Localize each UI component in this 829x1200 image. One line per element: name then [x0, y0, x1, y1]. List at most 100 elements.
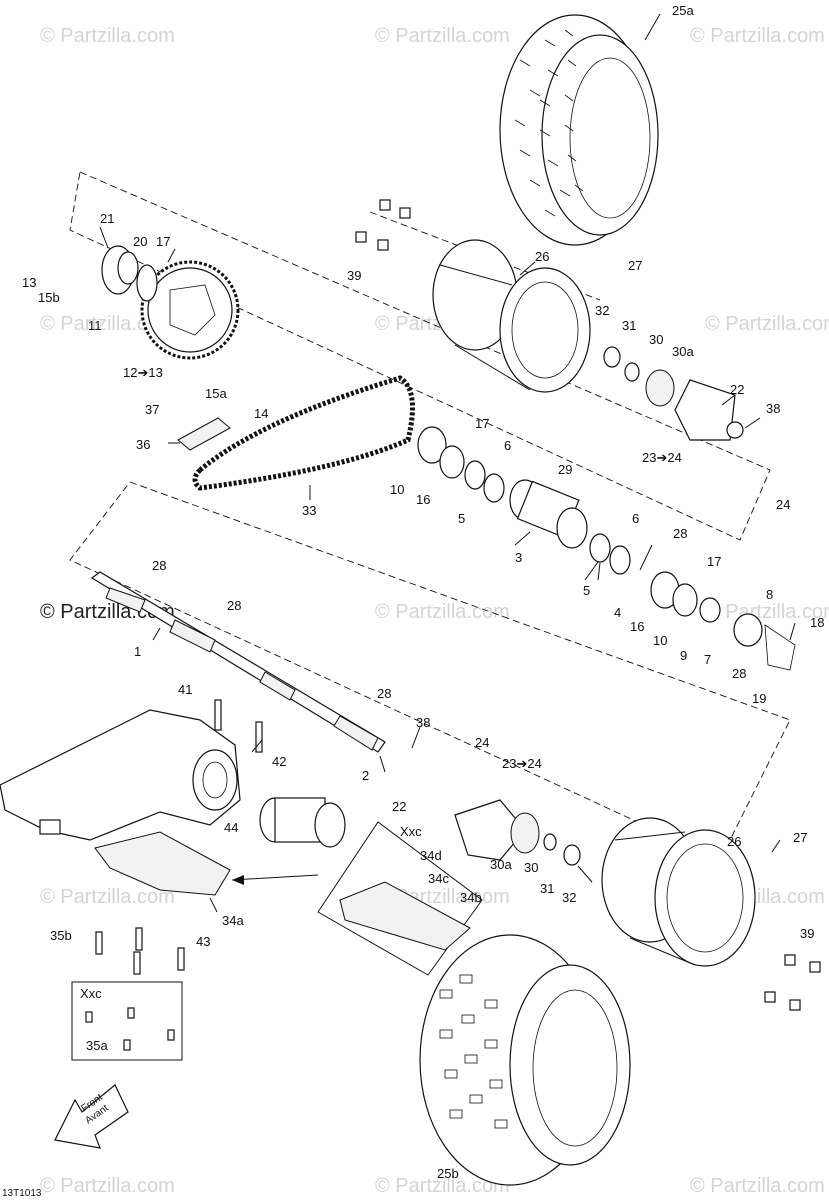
label-34d: 34d [420, 848, 442, 863]
hub-right [699, 597, 796, 671]
label-16-lower: 16 [630, 619, 644, 634]
label-2: 2 [362, 768, 369, 783]
label-17-right: 17 [707, 554, 721, 569]
watermark: © Partzilla.com [40, 1175, 175, 1197]
watermark: © Partzilla.com [690, 1175, 825, 1197]
label-28-axle: 28 [152, 558, 166, 573]
sprocket [140, 260, 240, 360]
label-12-13: 12➔13 [123, 365, 163, 380]
label-32-lower: 32 [562, 890, 576, 905]
label-1: 1 [134, 644, 141, 659]
chain-guide [177, 417, 231, 451]
label-36: 36 [136, 437, 150, 452]
label-10-upper: 10 [390, 482, 404, 497]
label-8: 8 [766, 587, 773, 602]
label-23-24-lower: 23➔24 [502, 756, 542, 771]
label-15a: 15a [205, 386, 227, 401]
label-39-upper: 39 [347, 268, 361, 283]
skid-plate [94, 831, 231, 896]
seals-upper [417, 426, 698, 617]
label-15b: 15b [38, 290, 60, 305]
tire-lower [419, 934, 631, 1186]
label-44: 44 [224, 820, 238, 835]
label-42: 42 [272, 754, 286, 769]
watermark: © Partzilla.com [40, 313, 175, 335]
knuckle-upper [603, 346, 744, 441]
label-35a: 35a [86, 1038, 108, 1053]
label-43: 43 [196, 934, 210, 949]
label-29: 29 [558, 462, 572, 477]
label-20: 20 [133, 234, 147, 249]
label-25a: 25a [672, 3, 694, 18]
label-9: 9 [680, 648, 687, 663]
label-6-lower: 6 [632, 511, 639, 526]
label-16-upper: 16 [416, 492, 430, 507]
label-18: 18 [810, 615, 824, 630]
loose-bolts [95, 199, 821, 1011]
swing-arm [0, 709, 241, 841]
label-26-upper: 26 [535, 249, 549, 264]
label-22-upper: 22 [730, 382, 744, 397]
watermark: © Partzilla.com [375, 601, 510, 623]
watermark: © Partzilla.com [705, 313, 829, 335]
label-31-upper: 31 [622, 318, 636, 333]
label-17-mid: 17 [475, 416, 489, 431]
label-27-upper: 27 [628, 258, 642, 273]
label-3: 3 [515, 550, 522, 565]
label-21: 21 [100, 211, 114, 226]
leader-lines [99, 13, 796, 913]
label-14: 14 [254, 406, 268, 421]
hub-left [101, 245, 158, 302]
label-34a: 34a [222, 913, 244, 928]
label-38-lower: 38 [416, 715, 430, 730]
label-24-lower: 24 [475, 735, 489, 750]
label-28-axle-2: 28 [227, 598, 241, 613]
label-41: 41 [178, 682, 192, 697]
inset-box-label: Xxc [400, 824, 422, 839]
label-34c: 34c [428, 871, 449, 886]
label-6-upper: 6 [504, 438, 511, 453]
label-30a-lower: 30a [490, 857, 512, 872]
watermark: © Partzilla.com [40, 25, 175, 47]
label-32-upper: 32 [595, 303, 609, 318]
label-28-hub: 28 [732, 666, 746, 681]
watermark: © Partzilla.com [375, 25, 510, 47]
label-30-lower: 30 [524, 860, 538, 875]
label-22-lower: 22 [392, 799, 406, 814]
swing-arm-sleeve [259, 797, 346, 848]
label-39-lower: 39 [800, 926, 814, 941]
front-arrow: Front Avant [54, 1084, 129, 1149]
label-30a-upper: 30a [672, 344, 694, 359]
label-37: 37 [145, 402, 159, 417]
rim-upper [432, 239, 591, 393]
label-38-upper: 38 [766, 401, 780, 416]
inset-box-bolts [71, 981, 183, 1061]
label-28-right: 28 [673, 526, 687, 541]
label-23-24-upper: 23➔24 [642, 450, 682, 465]
label-5-upper: 5 [458, 511, 465, 526]
watermark: © Partzilla.com [690, 25, 825, 47]
label-27-lower: 27 [793, 830, 807, 845]
label-26-lower: 26 [727, 834, 741, 849]
inset-box-xxc-label: Xxc [80, 986, 102, 1001]
label-30-upper: 30 [649, 332, 663, 347]
label-19: 19 [752, 691, 766, 706]
inset-box-34 [231, 821, 483, 976]
label-31-lower: 31 [540, 881, 554, 896]
label-13: 13 [22, 275, 36, 290]
label-17: 17 [156, 234, 170, 249]
part-labels: 25a 21 20 17 13 15b 11 12➔13 15a 14 37 3… [2, 3, 824, 1199]
rim-lower [601, 817, 756, 967]
watermark: © Partzilla.com [40, 886, 175, 908]
label-10-lower: 10 [653, 633, 667, 648]
label-4: 4 [614, 605, 621, 620]
label-7: 7 [704, 652, 711, 667]
tire-upper [499, 14, 659, 246]
label-33: 33 [302, 503, 316, 518]
label-11: 11 [88, 318, 102, 333]
label-5-lower: 5 [583, 583, 590, 598]
knuckle-lower [454, 799, 581, 866]
rear-axle [90, 571, 386, 753]
watermark: © Partzilla.com [705, 601, 829, 623]
